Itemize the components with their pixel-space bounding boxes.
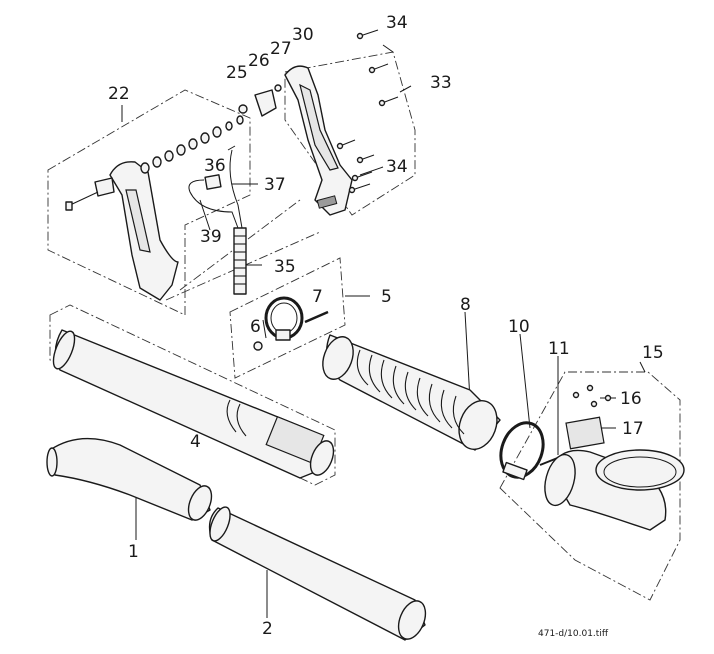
label-16: 16	[620, 389, 642, 409]
label-34-top: 34	[386, 13, 408, 33]
flex-hose-8	[322, 334, 501, 451]
label-7: 7	[312, 287, 323, 307]
label-34-bottom: 34	[386, 157, 408, 177]
leader-line	[639, 361, 646, 373]
label-10: 10	[508, 317, 530, 337]
label-6: 6	[250, 317, 261, 337]
file-reference: 471-d/10.01.tiff	[538, 629, 609, 639]
hose-clamp-10	[499, 421, 545, 481]
group-4-boundary	[49, 304, 336, 486]
part-26-clip	[254, 89, 277, 117]
label-15: 15	[642, 343, 664, 363]
leader-line	[519, 333, 531, 429]
label-2: 2	[262, 619, 273, 639]
label-11: 11	[548, 339, 570, 359]
elbow-15	[544, 384, 685, 531]
label-27: 27	[270, 39, 292, 59]
label-36: 36	[204, 156, 226, 176]
group-5-boundary	[229, 257, 346, 379]
part-27-screw	[274, 84, 282, 92]
leader-line	[262, 319, 267, 339]
leader-line	[382, 44, 394, 53]
tube-4	[52, 329, 335, 479]
label-33: 33	[430, 73, 452, 93]
leader-line	[399, 85, 412, 93]
group-22-boundary	[47, 89, 251, 316]
washer-row	[140, 115, 244, 174]
label-8: 8	[460, 295, 471, 315]
label-35: 35	[274, 257, 296, 277]
label-22: 22	[108, 84, 130, 104]
screw-set-34	[336, 29, 399, 194]
handle-bracket-left	[65, 161, 179, 301]
label-30: 30	[292, 25, 314, 45]
part-25-nut	[238, 104, 248, 114]
label-26: 26	[248, 51, 270, 71]
cable-sleeve-35	[233, 227, 247, 295]
label-5: 5	[381, 287, 392, 307]
handle-grip-right	[284, 65, 353, 216]
leader-line	[165, 231, 321, 301]
switch-cable-assembly	[188, 145, 243, 229]
hose-clamp-5	[253, 296, 329, 351]
straight-tube-2	[208, 506, 427, 641]
label-25: 25	[226, 63, 248, 83]
label-37: 37	[264, 175, 286, 195]
leader-line	[464, 311, 471, 401]
label-1: 1	[128, 542, 139, 562]
label-39: 39	[200, 227, 222, 247]
label-4: 4	[190, 432, 201, 452]
leader-line	[359, 166, 384, 176]
curved-tube-1	[46, 437, 213, 521]
label-17: 17	[622, 419, 644, 439]
